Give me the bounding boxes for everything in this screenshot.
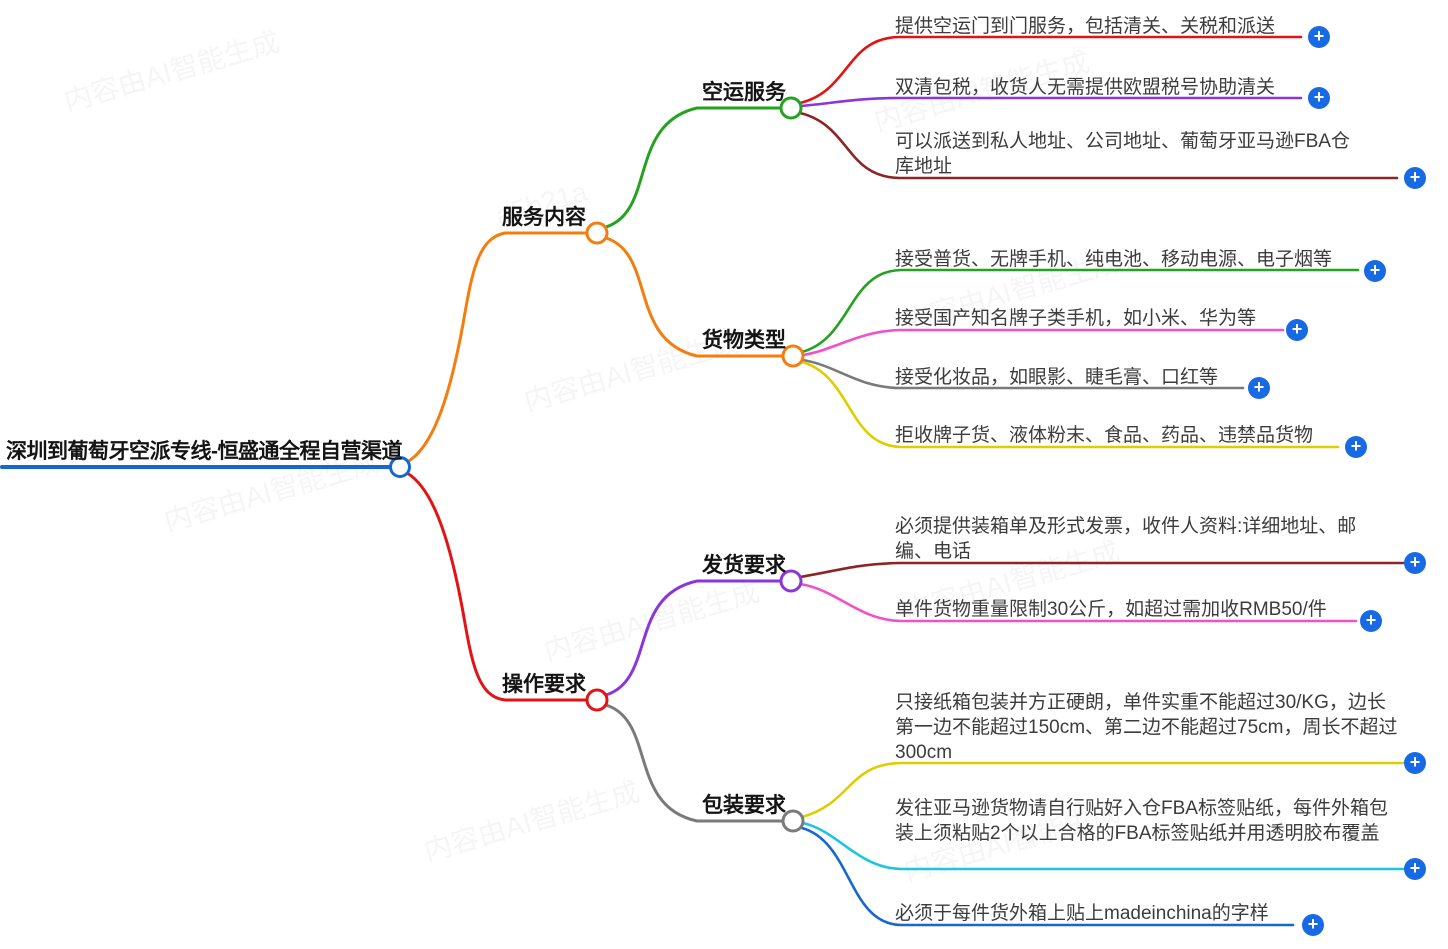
add-child-button[interactable]: + xyxy=(1345,436,1367,458)
plus-icon: + xyxy=(1307,914,1319,934)
add-child-button[interactable]: + xyxy=(1404,858,1426,880)
edge-leaf-air-1 xyxy=(798,35,1303,105)
branch-label-shipping[interactable]: 发货要求 xyxy=(702,554,786,577)
edge-service-to-cargotype xyxy=(604,236,785,358)
node-circle-operation[interactable] xyxy=(585,688,609,712)
leaf-text-ship-2[interactable]: 单件货物重量限制30公斤，如超过需加收RMB50/件 xyxy=(895,599,1327,620)
plus-icon: + xyxy=(1409,752,1421,772)
plus-icon: + xyxy=(1291,319,1303,339)
root-topic[interactable]: 深圳到葡萄牙空派专线-恒盛通全程自营渠道 xyxy=(6,440,403,463)
branch-label-packing[interactable]: 包装要求 xyxy=(702,794,786,817)
leaf-text-cargo-1[interactable]: 接受普货、无牌手机、纯电池、移动电源、电子烟等 xyxy=(895,249,1333,270)
plus-icon: + xyxy=(1313,26,1325,46)
plus-icon: + xyxy=(1253,377,1265,397)
branch-label-service[interactable]: 服务内容 xyxy=(502,206,586,229)
node-circle-root[interactable] xyxy=(389,456,411,478)
edge-leaf-cargo-4 xyxy=(800,360,1340,449)
plus-icon: + xyxy=(1409,552,1421,572)
plus-icon: + xyxy=(1409,167,1421,187)
node-circle-airfreight[interactable] xyxy=(779,96,803,120)
leaf-text-cargo-2[interactable]: 接受国产知名牌子类手机，如小米、华为等 xyxy=(895,308,1257,329)
node-circle-cargotype[interactable] xyxy=(781,344,805,368)
add-child-button[interactable]: + xyxy=(1404,752,1426,774)
edge-leaf-air-3 xyxy=(798,111,1399,180)
edge-service-to-airfreight xyxy=(604,106,783,229)
add-child-button[interactable]: + xyxy=(1308,26,1330,48)
leaf-text-pack-2[interactable]: 发往亚马逊货物请自行贴好入仓FBA标签贴纸，每件外箱包装上须粘贴2个以上合格的F… xyxy=(895,798,1388,844)
add-child-button[interactable]: + xyxy=(1360,610,1382,632)
add-child-button[interactable]: + xyxy=(1302,914,1324,936)
leaf-text-ship-1[interactable]: 必须提供装箱单及形式发票，收件人资料:详细地址、邮编、电话 xyxy=(895,516,1357,562)
edge-root-to-operation xyxy=(405,471,590,702)
leaf-text-air-1[interactable]: 提供空运门到门服务，包括清关、关税和派送 xyxy=(895,16,1276,37)
add-child-button[interactable]: + xyxy=(1286,319,1308,341)
branch-label-cargotype[interactable]: 货物类型 xyxy=(702,329,786,352)
plus-icon: + xyxy=(1313,87,1325,107)
add-child-button[interactable]: + xyxy=(1404,167,1426,189)
edge-root-to-service xyxy=(405,231,590,464)
edge-leaf-pack-2 xyxy=(801,821,1405,871)
leaf-text-air-2[interactable]: 双清包税，收货人无需提供欧盟税号协助清关 xyxy=(895,77,1276,98)
plus-icon: + xyxy=(1369,260,1381,280)
edge-leaf-cargo-1 xyxy=(800,268,1360,354)
node-circle-shipping[interactable] xyxy=(779,569,803,593)
edge-leaf-pack-1 xyxy=(800,761,1405,819)
add-child-button[interactable]: + xyxy=(1404,552,1426,574)
add-child-button[interactable]: + xyxy=(1364,260,1386,282)
node-circle-packing[interactable] xyxy=(781,809,805,833)
edge-leaf-air-2 xyxy=(799,96,1303,108)
plus-icon: + xyxy=(1350,436,1362,456)
edge-leaf-cargo-3 xyxy=(801,358,1245,390)
leaf-text-pack-3[interactable]: 必须于每件货外箱上贴上madeinchina的字样 xyxy=(895,903,1269,924)
plus-icon: + xyxy=(1409,858,1421,878)
leaf-text-cargo-4[interactable]: 拒收牌子货、液体粉末、食品、药品、违禁品货物 xyxy=(895,425,1314,446)
node-circle-service[interactable] xyxy=(585,221,609,245)
branch-label-airfreight[interactable]: 空运服务 xyxy=(702,81,786,104)
edge-leaf-cargo-2 xyxy=(801,328,1285,357)
leaf-text-air-3[interactable]: 可以派送到私人地址、公司地址、葡萄牙亚马逊FBA仓库地址 xyxy=(895,131,1350,177)
branch-label-operation[interactable]: 操作要求 xyxy=(502,673,586,696)
edge-leaf-pack-3 xyxy=(800,826,1295,927)
edge-leaf-ship-1 xyxy=(798,561,1406,579)
edge-leaf-ship-2 xyxy=(798,582,1358,623)
add-child-button[interactable]: + xyxy=(1308,87,1330,109)
plus-icon: + xyxy=(1365,610,1377,630)
edge-operation-to-shipping xyxy=(604,579,783,697)
leaf-text-cargo-3[interactable]: 接受化妆品，如眼影、睫毛膏、口红等 xyxy=(895,367,1219,388)
add-child-button[interactable]: + xyxy=(1248,377,1270,399)
edge-operation-to-packing xyxy=(604,703,785,823)
leaf-text-pack-1[interactable]: 只接纸箱包装并方正硬朗，单件实重不能超过30/KG，边长第一边不能超过150cm… xyxy=(895,692,1398,763)
